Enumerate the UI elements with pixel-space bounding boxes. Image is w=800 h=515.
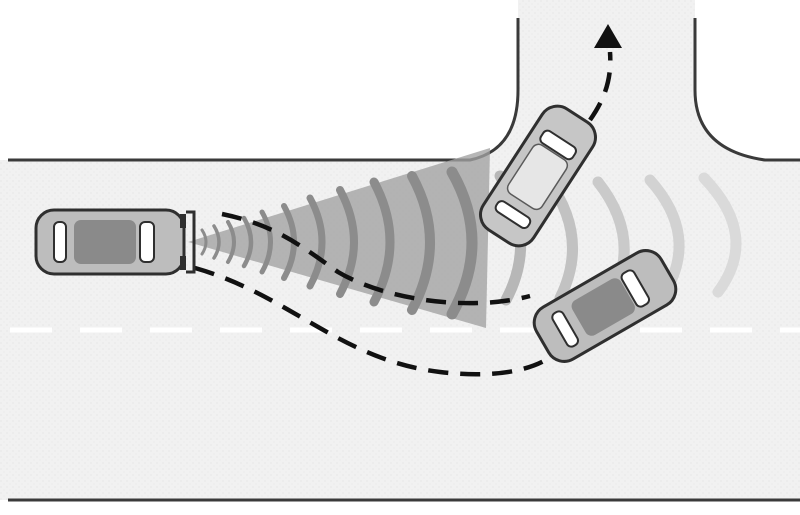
direction-arrow bbox=[594, 24, 622, 48]
ego-car bbox=[34, 208, 196, 276]
sensor-wave bbox=[259, 209, 273, 275]
sensor-wave bbox=[698, 172, 742, 298]
sensor-wave bbox=[241, 215, 254, 269]
car-rear-window bbox=[494, 200, 532, 230]
turning-car bbox=[532, 249, 678, 363]
car-headlight bbox=[180, 256, 186, 270]
car-windshield bbox=[620, 269, 651, 308]
ego-path-left-turn bbox=[194, 265, 554, 377]
sensor-wave bbox=[226, 220, 236, 264]
sensor-cone bbox=[188, 148, 490, 328]
car-headlight bbox=[180, 214, 186, 228]
sensor-wave bbox=[306, 194, 326, 290]
sensor-wave bbox=[212, 224, 221, 260]
crossing-car bbox=[479, 104, 597, 248]
turning-car-path bbox=[588, 51, 613, 122]
car-rear-window bbox=[53, 221, 67, 263]
car-rear-window bbox=[551, 310, 580, 348]
car-roof bbox=[571, 278, 635, 336]
sensor-wave bbox=[407, 171, 435, 315]
car-windshield bbox=[539, 129, 577, 161]
sensor-wave bbox=[446, 166, 478, 320]
vehicle-paths bbox=[194, 51, 613, 377]
front-sensor-bracket bbox=[186, 210, 196, 274]
sensor-wave bbox=[336, 186, 358, 298]
curb-right bbox=[693, 18, 800, 162]
car-roof bbox=[506, 143, 569, 211]
sensor-wave bbox=[200, 228, 208, 256]
car-roof bbox=[74, 220, 136, 264]
crossing-car-path bbox=[221, 211, 531, 306]
car-windshield bbox=[139, 221, 155, 263]
